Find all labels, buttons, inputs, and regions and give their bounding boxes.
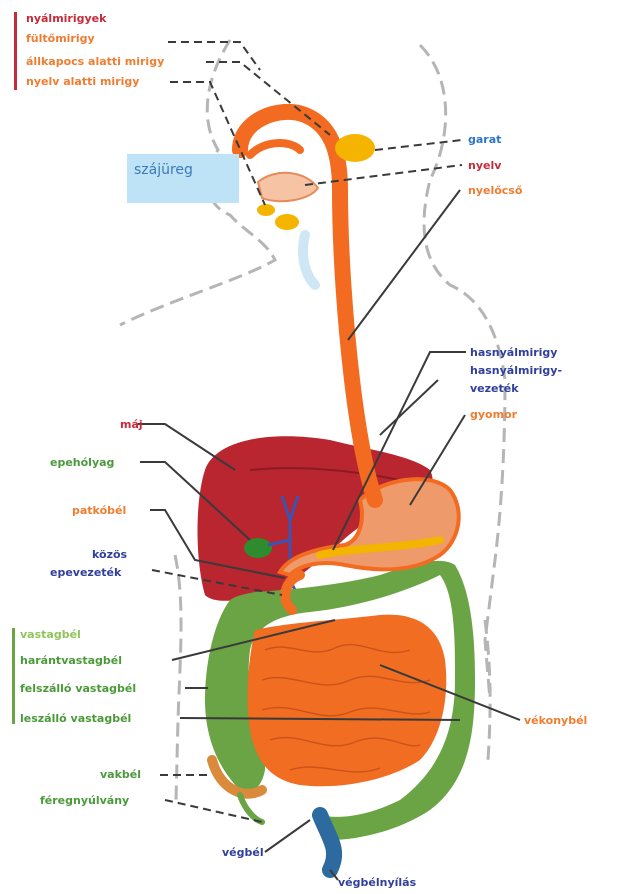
ascending-colon-label: felszálló vastagbél	[20, 682, 136, 695]
parotid-gland	[335, 134, 375, 162]
pancreatic-duct-label-line2: vezeték	[470, 382, 519, 395]
rectum-label: végbél	[222, 846, 264, 859]
transverse-colon-label: harántvastagbél	[20, 654, 122, 667]
colon-group-bar	[12, 628, 15, 724]
pancreas-label: hasnyálmirigy	[470, 346, 557, 359]
parotid-label: fültőmirigy	[26, 32, 95, 45]
salivary-group-bar	[14, 12, 17, 90]
salivary-glands-label: nyálmirigyek	[26, 12, 106, 25]
gallbladder	[244, 538, 272, 558]
tongue	[258, 173, 318, 201]
sublingual-label: nyelv alatti mirigy	[26, 75, 139, 88]
sublingual-gland	[257, 204, 275, 216]
anus-label: végbélnyílás	[338, 876, 416, 889]
gallbladder-label: epehólyag	[50, 456, 114, 469]
esophagus-label: nyelőcső	[468, 184, 522, 197]
submandibular-gland	[275, 214, 299, 230]
bile-duct-label-line2: epevezeték	[50, 566, 121, 579]
duodenum-label: patkóbél	[72, 504, 126, 517]
descending-colon-label: leszálló vastagbél	[20, 712, 131, 725]
bile-duct-label-line1: közös	[92, 548, 127, 561]
tongue-label: nyelv	[468, 159, 501, 172]
colon-label: vastagbél	[20, 628, 81, 641]
liver-label: máj	[120, 418, 143, 431]
stomach-label: gyomor	[470, 408, 517, 421]
cecum-label: vakbél	[100, 768, 141, 781]
pancreatic-duct-label-line1: hasnyálmirigy-	[470, 364, 562, 377]
appendix-label: féregnyúlvány	[40, 794, 129, 807]
small-intestine	[248, 615, 447, 787]
submandibular-label: állkapocs alatti mirigy	[26, 55, 164, 68]
pharynx-label: garat	[468, 133, 501, 146]
mouth-label: szájüreg	[134, 162, 193, 178]
trachea	[303, 235, 315, 285]
small-intestine-label: vékonybél	[524, 714, 587, 727]
